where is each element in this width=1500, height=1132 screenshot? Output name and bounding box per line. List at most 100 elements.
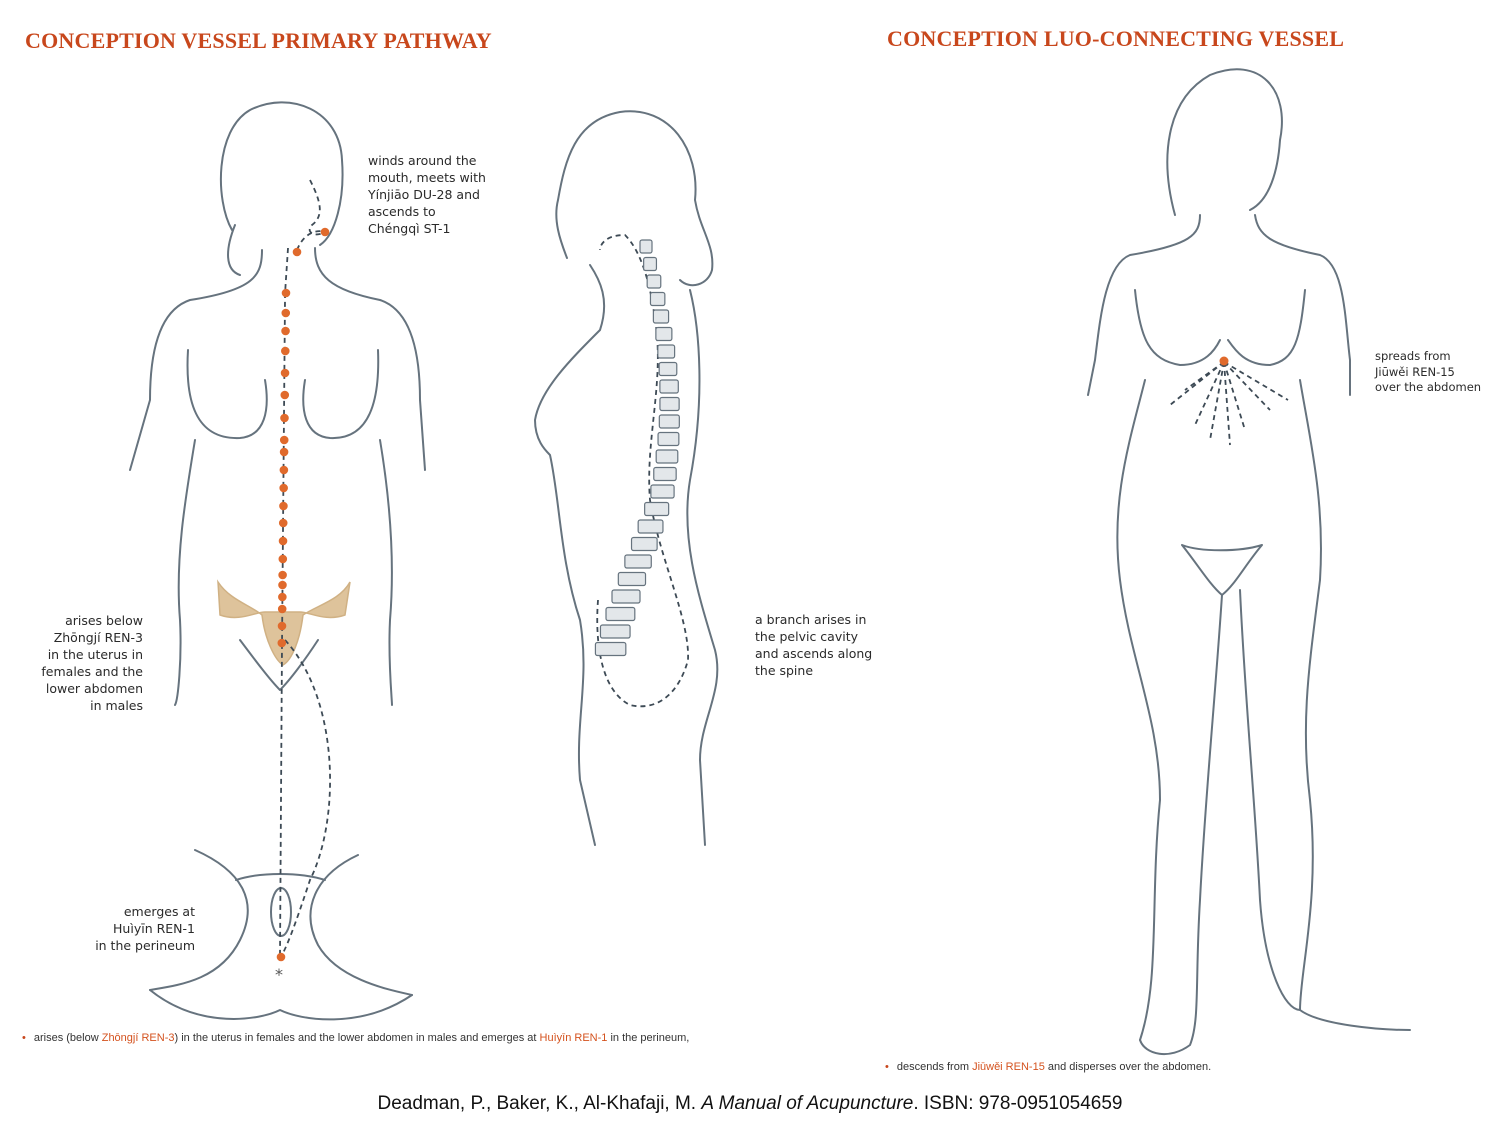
citation: Deadman, P., Baker, K., Al-Khafaji, M. A…: [0, 1093, 1500, 1115]
vertebra: [649, 291, 666, 307]
vertebra: [657, 344, 676, 359]
acupoint-dot: [281, 288, 291, 298]
label-line: Huìyīn REN-1: [113, 921, 195, 936]
vertebra: [599, 624, 631, 639]
vertebra: [617, 571, 647, 587]
citation-book: A Manual of Acupuncture: [701, 1093, 914, 1114]
label-line: the spine: [755, 663, 814, 678]
label-line: emerges at: [123, 904, 195, 919]
label-line: Chéngqì ST-1: [368, 221, 451, 236]
vertebra: [658, 361, 678, 377]
asterisk-mark: *: [275, 965, 283, 984]
side-figure: [534, 110, 719, 846]
acupoint-dot: [279, 447, 289, 457]
acupoint-dot: [280, 368, 290, 378]
vertebra: [646, 274, 662, 289]
text: and disperses over the abdomen.: [1044, 1061, 1212, 1073]
acupoint-dot: [277, 638, 287, 648]
point-name: Huìyīn REN-1: [539, 1032, 608, 1044]
acupoint-dot: [278, 518, 288, 528]
citation-authors: Deadman, P., Baker, K., Al-Khafaji, M.: [377, 1093, 702, 1114]
vertebra: [659, 396, 680, 412]
acupoint-dot: [278, 570, 287, 580]
vertebra: [644, 501, 670, 517]
text: arises (below: [33, 1032, 102, 1044]
acupoint-dot: [280, 413, 289, 423]
acupoint-dot: [292, 247, 302, 257]
front-figure: [129, 101, 426, 1021]
label-line: winds around the: [368, 153, 477, 168]
label-line: and ascends along: [755, 646, 873, 661]
luo-vessel-title: CONCEPTION LUO-CONNECTING VESSEL: [887, 26, 1345, 51]
label-line: in the uterus in: [47, 647, 143, 662]
label-line: lower abdomen: [45, 681, 143, 696]
acupoint-dot: [277, 604, 287, 614]
vertebra: [594, 641, 627, 657]
label-line: in males: [90, 698, 143, 713]
acupoint-dot: [279, 501, 288, 511]
label-line: ascends to: [368, 204, 436, 219]
label-emerges: emerges at Huìyīn REN-1 in the perineum: [40, 903, 195, 954]
label-line: over the abdomen: [1375, 380, 1482, 394]
point-name: Zhōngjí REN-3: [101, 1032, 175, 1044]
luo-figure: [1087, 68, 1411, 1056]
label-mouth: winds around the mouth, meets with Yínji…: [368, 152, 486, 237]
vertebra: [655, 326, 673, 342]
acupoint-dot: [279, 435, 289, 445]
acupoint-dot: [278, 580, 287, 590]
acupoint-dot: [278, 592, 287, 602]
primary-pathway-title: CONCEPTION VESSEL PRIMARY PATHWAY: [25, 28, 492, 53]
jiuwei-point-dot: [1219, 356, 1229, 366]
vertebra: [652, 309, 670, 324]
citation-isbn: . ISBN: 978-0951054659: [913, 1093, 1123, 1114]
vertebra: [650, 484, 675, 499]
luo-dispersing-lines: [1169, 361, 1289, 446]
label-spreads: spreads from Jiūwěi REN-15 over the abdo…: [1375, 349, 1481, 396]
acupoint-dot: [320, 227, 330, 237]
vertebra: [655, 449, 679, 464]
label-line: a branch arises in: [755, 612, 867, 627]
label-line: arises below: [65, 613, 143, 628]
text: descends from: [896, 1061, 973, 1073]
vertebra: [639, 239, 653, 254]
vertebra: [658, 414, 680, 429]
label-arises: arises below Zhōngjí REN-3 in the uterus…: [20, 612, 143, 714]
vertebra: [657, 431, 680, 447]
luo-bullet-note: • descends from Jiūwěi REN-15 and dispers…: [885, 1061, 1211, 1073]
acupoint-dot: [281, 326, 290, 336]
vertebra: [643, 256, 658, 272]
label-line: mouth, meets with: [368, 170, 486, 185]
vertebra: [637, 519, 664, 534]
label-line: spreads from: [1375, 349, 1451, 363]
acupoint-dot: [277, 621, 287, 631]
label-line: Zhōngjí REN-3: [53, 630, 143, 645]
label-line: females and the: [41, 664, 143, 679]
vertebra: [605, 606, 636, 622]
vertebra: [624, 554, 652, 569]
acupoint-dot: [279, 483, 288, 493]
primary-bullet-note: • arises (below Zhōngjí REN-3) in the ute…: [22, 1032, 689, 1044]
vertebra: [611, 589, 641, 604]
bullet-icon: •: [885, 1061, 889, 1073]
acupoint-dot: [280, 390, 290, 400]
acupoint-dot: [281, 346, 290, 356]
label-branch: a branch arises in the pelvic cavity and…: [755, 611, 872, 679]
vertebra: [630, 536, 658, 552]
vertebra: [659, 379, 679, 394]
label-line: Jiūwěi REN-15: [1375, 364, 1455, 379]
text: ) in the uterus in females and the lower…: [174, 1032, 540, 1044]
vertebra: [653, 466, 677, 482]
acupoint-dot: [279, 465, 289, 475]
acupoint-dots: [276, 227, 330, 962]
acupoint-dot: [276, 952, 286, 962]
label-line: in the perineum: [95, 938, 195, 953]
text: in the perineum,: [607, 1032, 690, 1044]
acupoint-dot: [278, 536, 288, 546]
bullet-icon: •: [22, 1032, 26, 1044]
label-line: Yínjiāo DU-28 and: [368, 187, 480, 202]
point-name: Jiūwěi REN-15: [972, 1061, 1045, 1073]
acupoint-dot: [278, 554, 288, 564]
acupoint-dot: [281, 308, 291, 318]
label-line: the pelvic cavity: [755, 629, 859, 644]
